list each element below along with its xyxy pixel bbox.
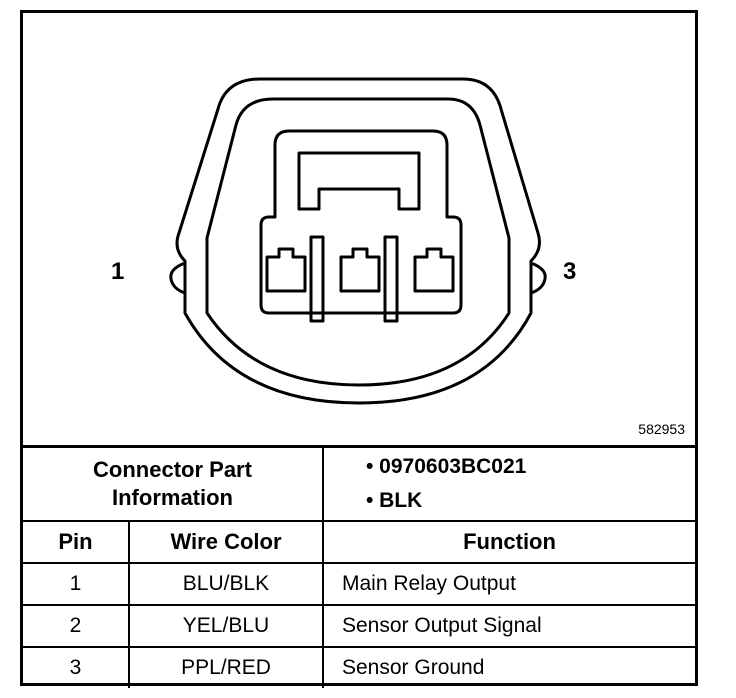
- wire-color-cell: YEL/BLU: [128, 604, 324, 648]
- divider-rib-2: [383, 235, 399, 323]
- table-row: 3 PPL/RED Sensor Ground: [23, 646, 695, 688]
- terminal-cavity: [259, 129, 463, 315]
- function-cell: Main Relay Output: [322, 562, 695, 606]
- terminal-2: [339, 247, 381, 293]
- connector-drawing: [169, 77, 547, 405]
- part-info-row: Connector Part Information • 0970603BC02…: [23, 445, 695, 522]
- pin-cell: 2: [23, 604, 130, 648]
- connector-info-table: Connector Part Information • 0970603BC02…: [23, 445, 695, 688]
- header-function: Function: [322, 520, 695, 564]
- left-lug: [169, 261, 186, 295]
- header-row: Pin Wire Color Function: [23, 520, 695, 564]
- table-row: 1 BLU/BLK Main Relay Output: [23, 562, 695, 606]
- right-lug: [530, 261, 547, 295]
- connector-diagram-frame: 1 3 582953 Connector Part Information • …: [20, 10, 698, 688]
- latch: [297, 151, 421, 211]
- header-wire-color: Wire Color: [128, 520, 324, 564]
- pin-cell: 1: [23, 562, 130, 606]
- part-info-label-line1: Connector Part: [93, 457, 252, 482]
- connector-housing-outer: [175, 77, 541, 405]
- terminal-1: [265, 247, 307, 293]
- part-info-label: Connector Part Information: [23, 445, 324, 522]
- connector-housing-inner: [205, 97, 511, 387]
- pin-1-label: 1: [111, 258, 125, 285]
- terminal-3: [413, 247, 455, 293]
- pin-cell: 3: [23, 646, 130, 688]
- wire-color-cell: BLU/BLK: [128, 562, 324, 606]
- pin-3-label: 3: [563, 258, 577, 285]
- function-cell: Sensor Output Signal: [322, 604, 695, 648]
- part-info-values: • 0970603BC021 • BLK: [322, 445, 695, 522]
- table-row: 2 YEL/BLU Sensor Output Signal: [23, 604, 695, 648]
- wire-color-cell: PPL/RED: [128, 646, 324, 688]
- function-cell: Sensor Ground: [322, 646, 695, 688]
- part-number: • 0970603BC021: [366, 455, 527, 478]
- header-pin: Pin: [23, 520, 130, 564]
- part-info-label-line2: Information: [112, 485, 233, 510]
- divider-rib-1: [309, 235, 325, 323]
- figure-number: 582953: [638, 421, 685, 437]
- connector-color: • BLK: [366, 489, 423, 512]
